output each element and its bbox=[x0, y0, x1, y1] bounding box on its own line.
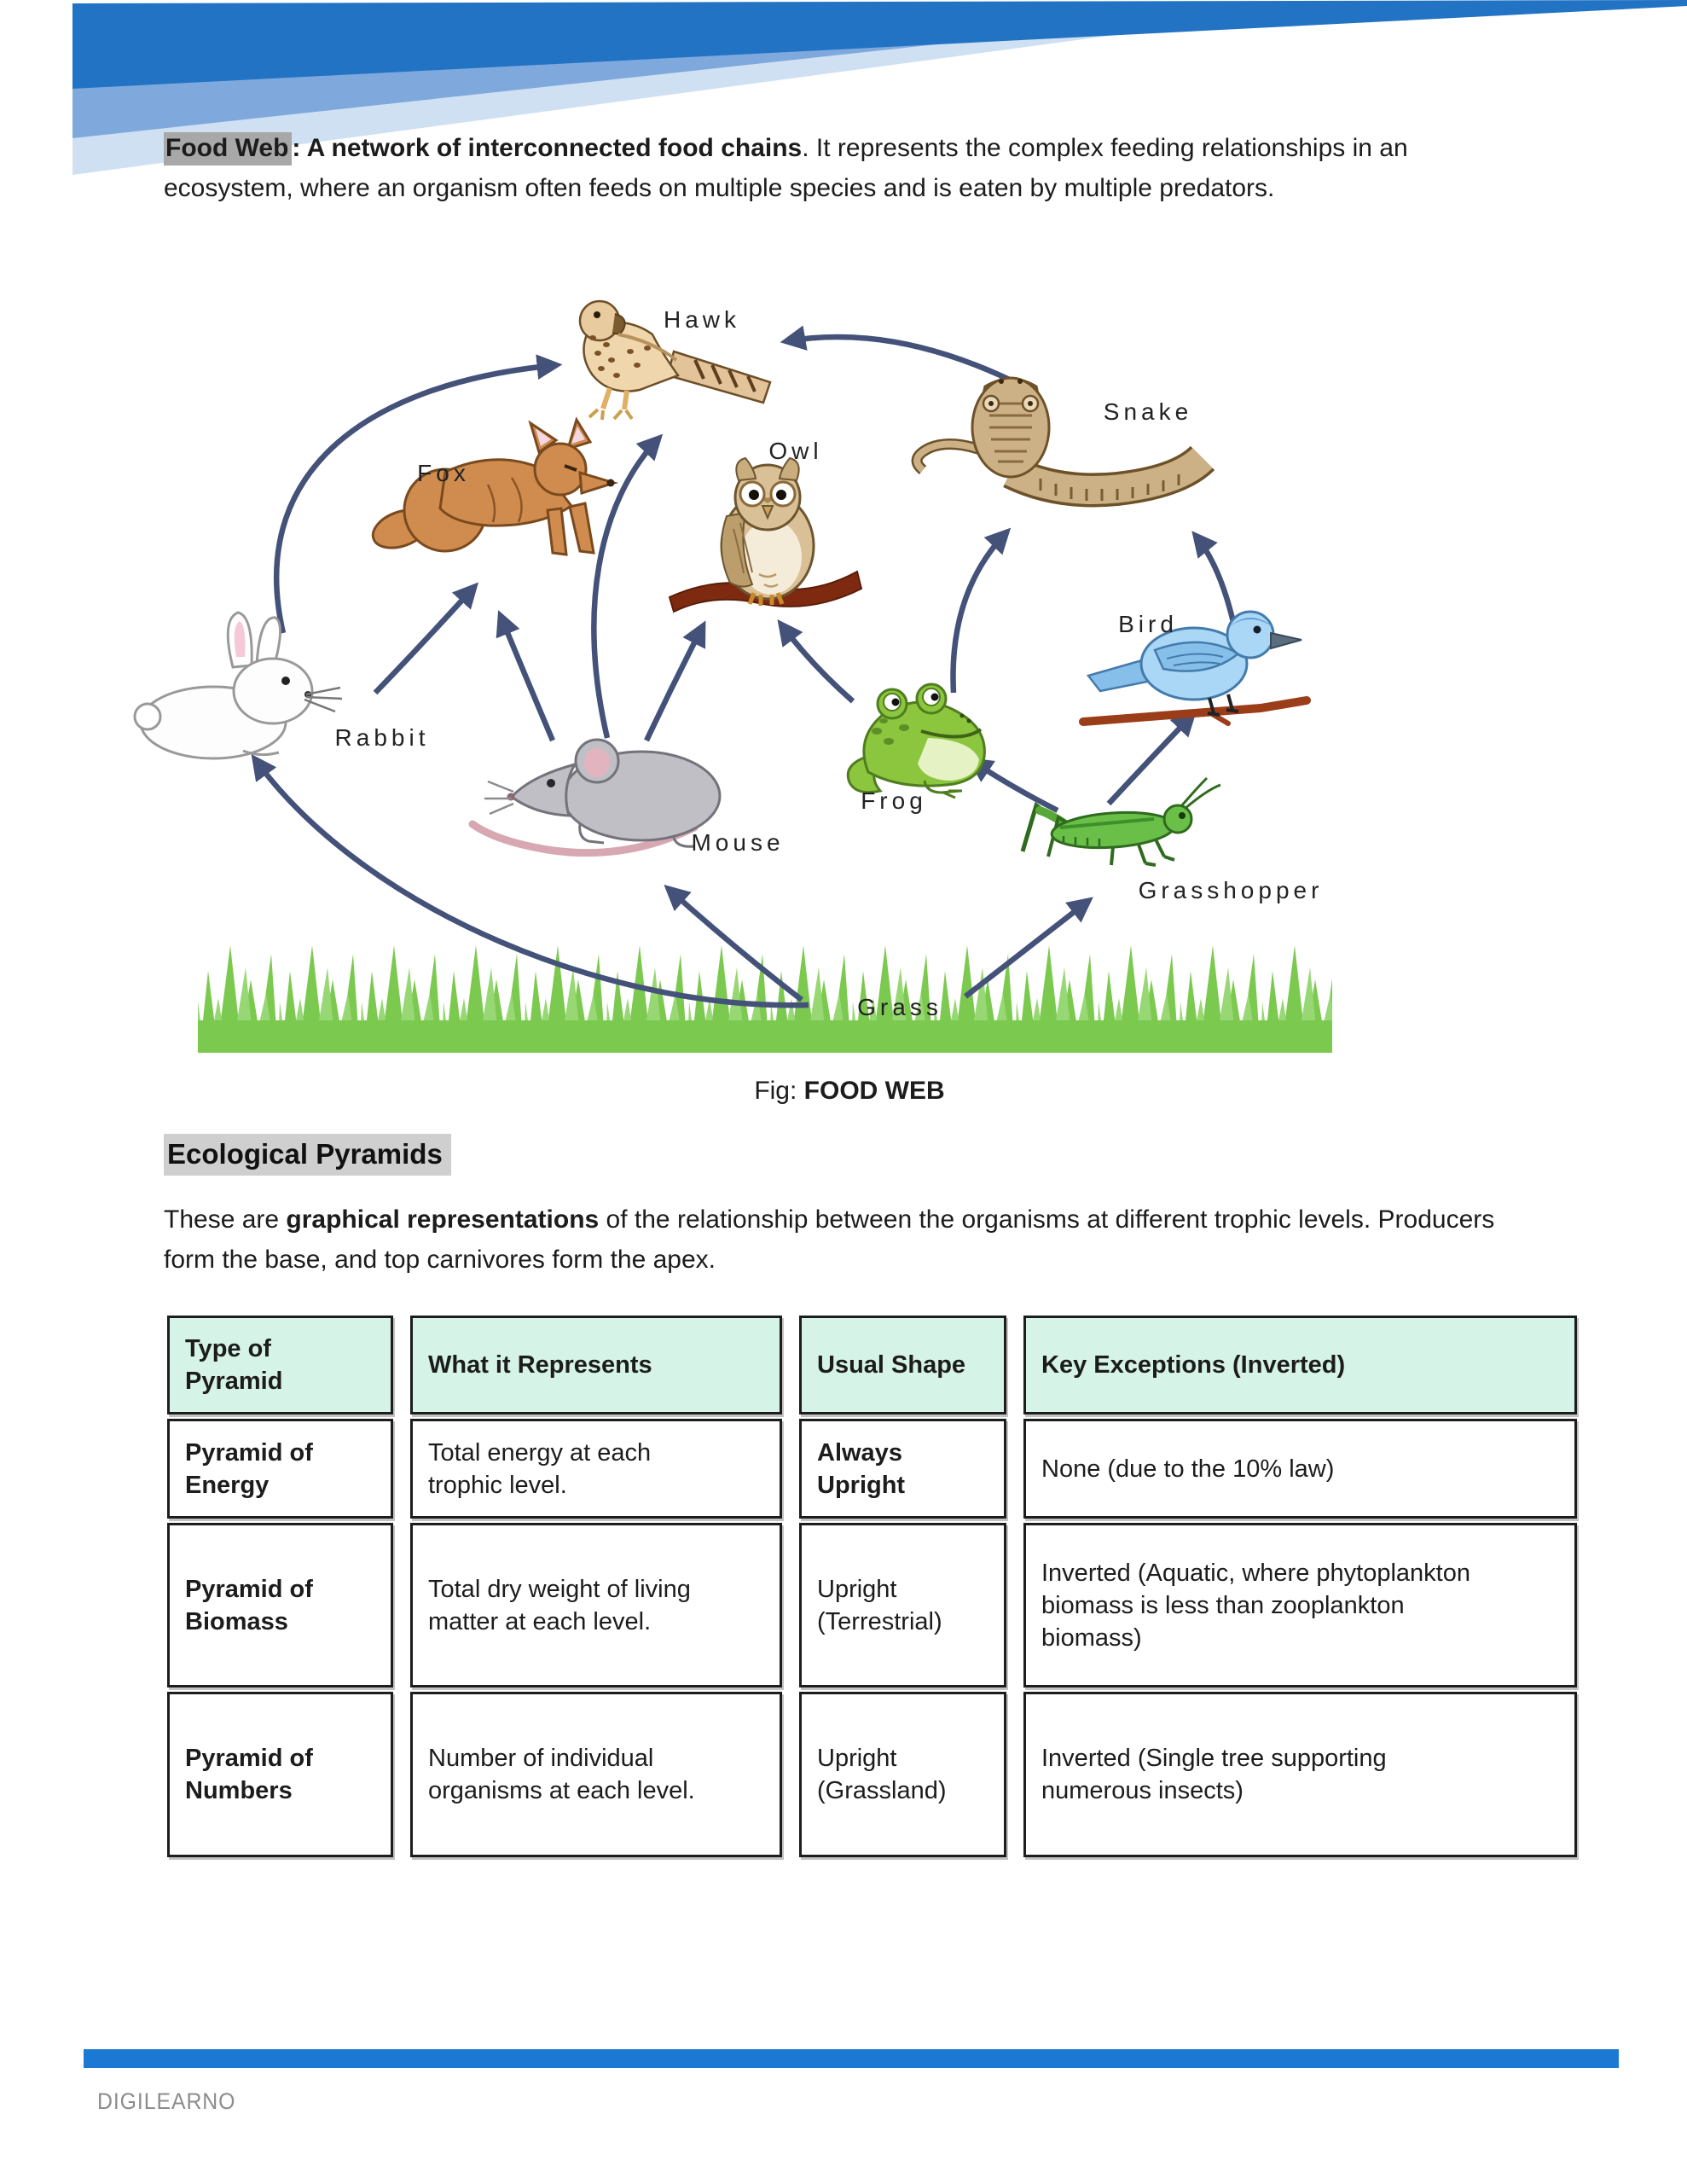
bird-illustration bbox=[1079, 610, 1311, 726]
rabbit-illustration bbox=[133, 611, 343, 760]
label-grasshopper: Grasshopper bbox=[1139, 877, 1324, 903]
label-snake: Snake bbox=[1104, 398, 1192, 425]
table-row-energy: Pyramid of Energy Total energy at each t… bbox=[167, 1419, 1577, 1519]
arrow-grass-to-mouse bbox=[664, 885, 803, 1002]
arrow-mouse-to-hawk bbox=[591, 433, 664, 739]
label-fox: Fox bbox=[417, 460, 470, 486]
label-hawk: Hawk bbox=[664, 306, 740, 333]
header-usual-shape: Usual Shape bbox=[799, 1316, 1006, 1414]
hawk-illustration bbox=[578, 299, 772, 421]
cell-type: Pyramid of Energy bbox=[167, 1419, 393, 1519]
label-grass: Grass bbox=[857, 994, 942, 1020]
section-bold-phrase: graphical representations bbox=[286, 1205, 600, 1234]
header-type-of-pyramid: Type of Pyramid bbox=[167, 1316, 393, 1414]
label-bird: Bird bbox=[1118, 611, 1178, 637]
footer-brand: DIGILEARNO bbox=[97, 2088, 236, 2114]
arrow-rabbit-to-fox bbox=[373, 582, 479, 695]
caption-title: FOOD WEB bbox=[803, 1077, 945, 1105]
table-row-biomass: Pyramid of Biomass Total dry weight of l… bbox=[167, 1523, 1577, 1687]
arrow-grasshopper-to-frog bbox=[966, 757, 1059, 813]
cell-exceptions: Inverted (Aquatic, where phytoplankton b… bbox=[1023, 1523, 1577, 1687]
owl-illustration bbox=[668, 456, 863, 613]
arrow-grass-to-rabbit bbox=[251, 753, 809, 1008]
arrow-grasshopper-to-bird bbox=[1106, 710, 1197, 806]
section-paragraph: These are graphical representations of t… bbox=[164, 1199, 1507, 1280]
section-heading: Ecological Pyramids bbox=[164, 1134, 451, 1176]
intro-bold-phrase: A network of interconnected food chains bbox=[306, 134, 803, 162]
term-separator: : bbox=[292, 134, 307, 162]
cell-represents: Number of individual organisms at each l… bbox=[410, 1692, 782, 1857]
figure-caption: Fig: FOOD WEB bbox=[167, 1077, 1532, 1106]
caption-prefix: Fig: bbox=[754, 1077, 804, 1105]
table-row-numbers: Pyramid of Numbers Number of individual … bbox=[167, 1692, 1577, 1857]
cell-shape: Always Upright bbox=[799, 1419, 1006, 1519]
section-lead: These are bbox=[164, 1205, 287, 1234]
grasshopper-illustration bbox=[1020, 776, 1221, 867]
label-frog: Frog bbox=[861, 787, 927, 814]
intro-rest: . It represents the complex feeding rela… bbox=[164, 134, 1408, 202]
cell-represents: Total dry weight of living matter at eac… bbox=[410, 1523, 782, 1687]
cell-type: Pyramid of Biomass bbox=[167, 1523, 393, 1687]
cell-shape: Upright (Grassland) bbox=[799, 1692, 1006, 1857]
arrow-mouse-to-fox bbox=[496, 610, 555, 742]
ecological-pyramids-table: Type of Pyramid What it Represents Usual… bbox=[150, 1311, 1594, 1862]
term-food-web: Food Web bbox=[164, 132, 293, 166]
grass-illustration bbox=[198, 942, 1332, 1053]
arrow-frog-to-snake bbox=[950, 527, 1012, 694]
header-what-it-represents: What it Represents bbox=[410, 1316, 782, 1414]
arrow-snake-to-hawk bbox=[780, 325, 1023, 388]
arrow-grass-to-grasshopper bbox=[964, 897, 1093, 999]
cell-exceptions: Inverted (Single tree supporting numerou… bbox=[1023, 1692, 1577, 1857]
table-header-row: Type of Pyramid What it Represents Usual… bbox=[167, 1316, 1577, 1414]
cell-exceptions: None (due to the 10% law) bbox=[1023, 1419, 1577, 1519]
label-rabbit: Rabbit bbox=[335, 724, 430, 751]
cell-shape: Upright (Terrestrial) bbox=[799, 1523, 1006, 1687]
label-mouse: Mouse bbox=[691, 829, 784, 856]
section-rest: of the relationship between the organism… bbox=[164, 1205, 1495, 1274]
mouse-illustration bbox=[468, 738, 722, 857]
snake-illustration bbox=[911, 376, 1215, 508]
intro-paragraph: Food Web: A network of interconnected fo… bbox=[164, 128, 1507, 208]
fox-illustration bbox=[371, 416, 619, 556]
header-key-exceptions: Key Exceptions (Inverted) bbox=[1023, 1316, 1577, 1414]
arrow-mouse-to-owl bbox=[644, 620, 706, 742]
arrow-bird-to-snake bbox=[1191, 531, 1238, 630]
arrow-frog-to-owl bbox=[777, 619, 855, 704]
label-owl: Owl bbox=[768, 438, 822, 464]
footer-bar bbox=[84, 2049, 1619, 2068]
cell-type: Pyramid of Numbers bbox=[167, 1692, 393, 1857]
cell-represents: Total energy at each trophic level. bbox=[410, 1419, 782, 1519]
arrow-rabbit-to-hawk bbox=[273, 354, 563, 634]
frog-illustration bbox=[846, 682, 986, 799]
